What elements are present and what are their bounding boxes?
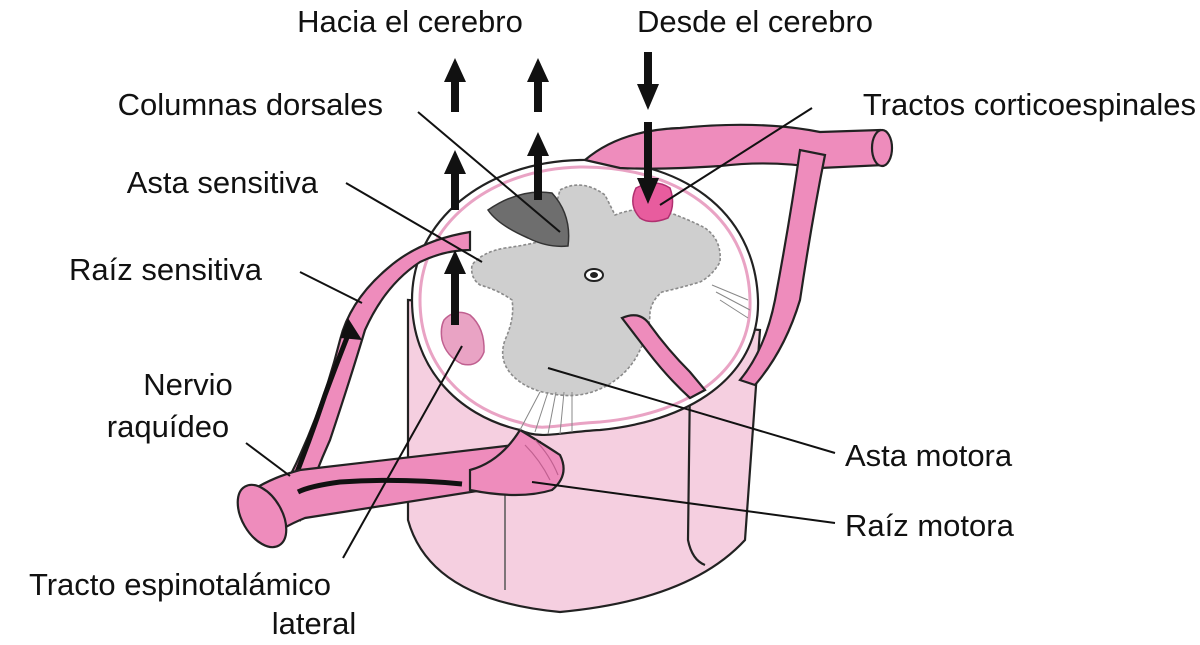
label-to-brain: Hacia el cerebro (297, 4, 523, 39)
motor-root (468, 391, 573, 497)
label-spinothalamic-2: lateral (272, 606, 356, 641)
arrow-up-2 (527, 58, 549, 112)
label-sensory-horn: Asta sensitiva (127, 165, 319, 200)
label-from-brain: Desde el cerebro (637, 4, 873, 39)
arrow-up-3 (444, 150, 466, 210)
arrow-up-4 (527, 132, 549, 200)
leader-sensory-root (299, 271, 363, 304)
arrow-down-1 (637, 52, 659, 110)
right-roots (582, 123, 894, 400)
leader-dorsal-columns (417, 111, 561, 233)
right-root-fibers (711, 284, 751, 319)
arrow-up-5 (444, 250, 466, 325)
labels: Hacia el cerebro Desde el cerebro Column… (29, 4, 1196, 641)
leader-corticospinal (659, 107, 813, 206)
leader-motor-horn (547, 367, 836, 454)
spinothalamic-tract (440, 311, 485, 366)
right-ventral-root (738, 148, 827, 387)
motor-root-fibers (524, 439, 559, 481)
leader-spinal-nerve (245, 442, 291, 477)
motor-root-arrow (296, 477, 463, 495)
label-sensory-root: Raíz sensitiva (69, 252, 263, 287)
cord-median-groove (686, 379, 706, 567)
label-corticospinal-tracts: Tractos corticoespinales (863, 87, 1196, 122)
label-spinal-nerve-2: raquídeo (107, 409, 229, 444)
sensory-root-arrow (287, 329, 353, 491)
ascending-arrows (444, 58, 549, 325)
spinal-nerve-cut-end (236, 483, 288, 549)
label-motor-root: Raíz motora (845, 508, 1015, 543)
leader-motor-root (531, 481, 836, 524)
right-dorsal-root (582, 123, 887, 170)
descending-arrows (637, 52, 659, 204)
ventral-fibers (519, 391, 573, 435)
label-motor-horn: Asta motora (845, 438, 1013, 473)
right-nerve-cut-end (870, 128, 894, 168)
leader-sensory-horn (345, 182, 483, 263)
leader-lines (245, 107, 836, 559)
label-spinal-nerve-1: Nervio (143, 367, 233, 402)
sensory-root-arrowhead (340, 318, 362, 340)
label-spinothalamic-1: Tracto espinotalámico (29, 567, 331, 602)
ventral-fissure-fold (620, 314, 707, 400)
dorsal-columns-tract (486, 191, 570, 248)
corticospinal-tract (632, 182, 674, 223)
leader-spinothalamic (342, 345, 463, 559)
central-canal-core (590, 272, 598, 278)
label-dorsal-columns: Columnas dorsales (118, 87, 383, 122)
arrow-up-1 (444, 58, 466, 112)
arrow-down-2 (637, 122, 659, 204)
grey-matter (470, 184, 722, 397)
